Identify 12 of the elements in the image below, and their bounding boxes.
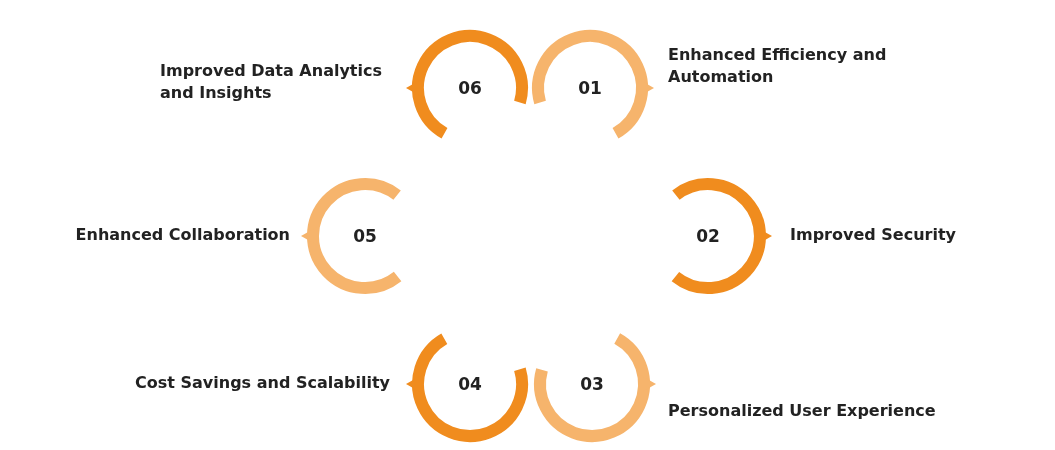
benefit-label: Improved Security xyxy=(790,224,957,246)
step-number: 02 xyxy=(696,226,720,246)
benefit-label: Improved Data Analytics and Insights xyxy=(160,60,383,105)
benefit-label: Enhanced Collaboration xyxy=(74,224,290,246)
step-number: 01 xyxy=(578,78,602,98)
step-number: 06 xyxy=(458,78,482,98)
benefit-label: Enhanced Efficiency and Automation xyxy=(668,44,888,89)
step-number: 04 xyxy=(458,374,482,394)
step-number: 03 xyxy=(580,374,604,394)
benefit-label: Personalized User Experience xyxy=(668,400,937,422)
step-number: 05 xyxy=(353,226,377,246)
benefit-label: Cost Savings and Scalability xyxy=(134,372,390,394)
